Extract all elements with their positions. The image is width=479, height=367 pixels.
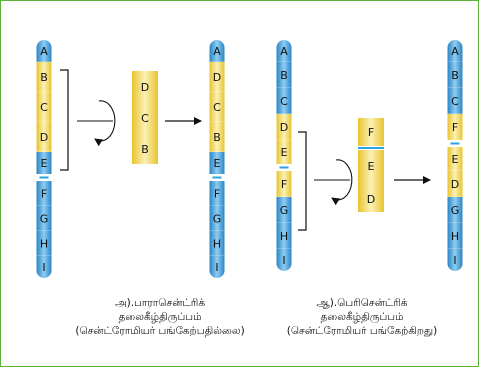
chromosome-a-original-label-A: A <box>40 45 48 58</box>
chromosome-b-result-label-F: F <box>452 121 458 134</box>
segment-a-label-B: B <box>141 143 149 156</box>
panel-b-rotation-arrow <box>331 159 353 206</box>
chromosome-a-result-segment-E <box>209 152 225 174</box>
chromosome-b-result-label-B: B <box>451 69 459 82</box>
chromosome-b-result-label-I: I <box>453 254 456 267</box>
chromosome-a-result-label-E: E <box>214 157 221 170</box>
chromosome-b-original-segment-B <box>276 62 292 88</box>
chromosome-b-original-label-F: F <box>281 178 287 191</box>
chromosome-a-result-label-D: D <box>213 71 221 84</box>
chromosome-a-original-segment-A-body <box>36 51 52 62</box>
chromosome-a-result-segment-I-body <box>209 256 225 267</box>
chromosome-b-original-label-H: H <box>280 230 288 243</box>
chromosome-a-original-segment-C <box>36 92 52 122</box>
chromosome-a-result-segment-F <box>209 181 225 206</box>
chromosome-a-original-segment-F <box>36 181 52 206</box>
chromosome-a-original-segment-E <box>36 152 52 174</box>
chromosome-a-result-label-G: G <box>213 213 222 226</box>
segment-a-block-B <box>132 133 158 164</box>
chromosome-a-result-segment-A-body <box>209 51 225 62</box>
chromosome-b-result-segment-F <box>447 114 463 140</box>
chromosome-a-result-segment-G <box>209 206 225 231</box>
chromosome-b-result-label-A: A <box>451 45 459 58</box>
segment-a-block-D <box>132 71 158 102</box>
chromosome-a-original-label-D: D <box>40 131 48 144</box>
segment-a-label-D: D <box>141 81 149 94</box>
chromosome-a-result-label-A: A <box>213 45 221 58</box>
chromosome-b-original-segment-E <box>276 140 292 164</box>
chromosome-b-result-label-G: G <box>451 204 460 217</box>
chromosome-b-original-segment-G <box>276 197 292 223</box>
chromosome-b-original-segment-D <box>276 114 292 140</box>
chromosome-a-original-label-E: E <box>41 157 48 170</box>
chromosome-b-original-segment-C <box>276 88 292 114</box>
panel-a-rotation-arrow <box>94 100 116 147</box>
chromosome-b-original-label-A: A <box>280 45 288 58</box>
chromosome-b-result-label-D: D <box>451 178 459 191</box>
chromosome-a-original-segment-D <box>36 122 52 152</box>
chromosome-b-result-segment-A-body <box>447 51 463 62</box>
segment-b-block-ED <box>358 150 384 212</box>
chromosome-b-original-label-D: D <box>280 121 288 134</box>
caption-pericentric-line2: தலைகீழ்திருப்பம் <box>320 311 404 323</box>
chromosome-a-result-label-H: H <box>213 238 221 251</box>
chromosome-b-result-segment-B <box>447 62 463 88</box>
chromosome-b-result-segment-C <box>447 88 463 114</box>
segment-b-label-E: E <box>368 160 375 173</box>
chromosome-a-original-label-F: F <box>41 188 47 201</box>
chromosome-a-result-segment-B <box>209 122 225 152</box>
chromosome-b-original-label-E: E <box>281 146 288 159</box>
segment-a-block-C <box>132 102 158 133</box>
chromosome-a-original-segment-I-body <box>36 256 52 267</box>
caption-pericentric-line1: ஆ).பெரிசென்ட்ரிக் <box>316 297 408 309</box>
chromosome-a-original-label-I: I <box>42 261 45 274</box>
bracket-a <box>60 69 69 171</box>
caption-paracentric-line1: அ).பாராசென்ட்ரிக் <box>114 297 206 309</box>
chromosome-b-original-label-B: B <box>280 69 288 82</box>
chromosome-a-result-label-I: I <box>215 261 218 274</box>
chromosome-a-result-segment-H <box>209 231 225 256</box>
chromosome-a-result-label-C: C <box>213 101 221 114</box>
chromosome-a-result-segment-D <box>209 62 225 92</box>
chromosome-b-result-label-H: H <box>451 230 459 243</box>
segment-a-label-C: C <box>141 112 149 125</box>
caption-paracentric-line2: தலைகீழ்திருப்பம் <box>118 311 202 323</box>
chromosome-b-original-segment-H <box>276 223 292 249</box>
chromosome-a-original-segment-G <box>36 206 52 231</box>
segment-b-label-D: D <box>367 193 375 206</box>
chromosome-a-result-label-B: B <box>213 131 221 144</box>
caption-pericentric: ஆ).பெரிசென்ட்ரிக் தலைகீழ்திருப்பம் (சென்… <box>262 296 462 338</box>
chromosome-b-original-segment-F <box>276 171 292 197</box>
chromosome-b-original-label-I: I <box>282 254 285 267</box>
chromosome-a-original-segment-B <box>36 62 52 92</box>
chromosome-a-original-label-H: H <box>40 238 48 251</box>
chromosome-b-original-segment-I-body <box>276 249 292 260</box>
chromosome-a-result-segment-C <box>209 92 225 122</box>
chromosome-a-original-segment-H <box>36 231 52 256</box>
caption-paracentric: அ).பாராசென்ட்ரிக் தலைகீழ்திருப்பம் (சென்… <box>60 296 260 338</box>
chromosome-b-original-label-C: C <box>280 95 288 108</box>
chromosome-b-result-segment-I-body <box>447 249 463 260</box>
segment-b-label-F: F <box>368 126 374 139</box>
chromosome-b-original-label-G: G <box>280 204 289 217</box>
chromosome-b-result-segment-G <box>447 197 463 223</box>
chromosome-b-result-segment-D <box>447 171 463 197</box>
chromosome-a-original-label-C: C <box>40 101 48 114</box>
chromosome-b-result-label-C: C <box>451 95 459 108</box>
chromosome-b-result-segment-E <box>447 147 463 171</box>
bracket-b <box>298 131 307 231</box>
chromosome-a-original-label-G: G <box>40 213 49 226</box>
chromosome-b-result-segment-H <box>447 223 463 249</box>
chromosome-b-original-segment-A-body <box>276 51 292 62</box>
caption-paracentric-line3: (சென்ட்ரோமியர் பங்கேற்பதில்லை) <box>75 325 245 337</box>
caption-pericentric-line3: (சென்ட்ரோமியர் பங்கேற்கிறது) <box>286 325 438 337</box>
chromosome-a-original-label-B: B <box>40 71 48 84</box>
segment-b-block-F <box>358 118 384 146</box>
chromosome-a-result-label-F: F <box>214 188 220 201</box>
chromosome-b-result-label-E: E <box>452 153 459 166</box>
